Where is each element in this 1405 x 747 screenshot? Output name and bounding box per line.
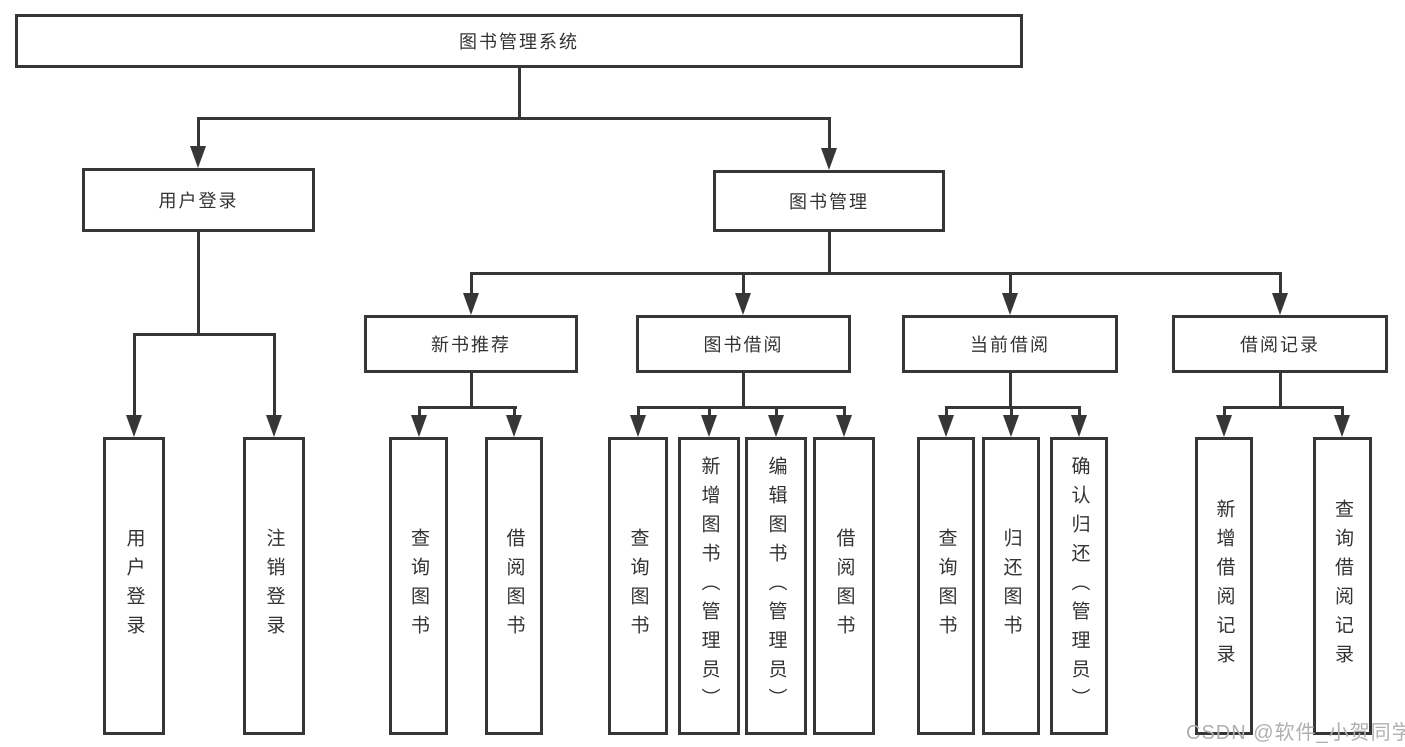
connector-line: [1010, 406, 1013, 417]
connector-line: [1223, 406, 1226, 417]
connector-line: [1009, 272, 1012, 294]
arrowhead-down-icon: [266, 415, 282, 437]
connector-line: [945, 406, 948, 417]
connector-line: [470, 373, 473, 407]
node-book-borrow: 图书借阅: [636, 315, 851, 373]
connector-line: [518, 68, 521, 118]
node-new-book-recommend: 新书推荐: [364, 315, 578, 373]
connector-line: [843, 406, 846, 417]
leaf-confirm-return-admin: 确认归还（管理员）: [1050, 437, 1108, 735]
arrowhead-down-icon: [836, 415, 852, 437]
node-current-borrow: 当前借阅: [902, 315, 1118, 373]
connector-line: [1341, 406, 1344, 417]
arrowhead-down-icon: [411, 415, 427, 437]
node-book-management: 图书管理: [713, 170, 945, 232]
connector-line: [197, 117, 200, 148]
leaf-logout: 注销登录: [243, 437, 305, 735]
arrowhead-down-icon: [1216, 415, 1232, 437]
leaf-borrow-books-2: 借阅图书: [813, 437, 875, 735]
connector-line: [1223, 406, 1344, 409]
arrowhead-down-icon: [701, 415, 717, 437]
connector-line: [418, 406, 517, 409]
node-root: 图书管理系统: [15, 14, 1023, 68]
arrowhead-down-icon: [821, 148, 837, 170]
leaf-borrow-books-1: 借阅图书: [485, 437, 543, 735]
connector-line: [197, 232, 200, 335]
arrowhead-down-icon: [1002, 293, 1018, 315]
csdn-watermark: CSDN @软件_小贺同学: [1186, 722, 1405, 744]
connector-line: [1078, 406, 1081, 417]
connector-line: [742, 373, 745, 407]
connector-line: [133, 333, 136, 417]
connector-line: [1009, 373, 1012, 407]
connector-line: [708, 406, 711, 417]
arrowhead-down-icon: [190, 146, 206, 168]
connector-line: [828, 232, 831, 274]
arrowhead-down-icon: [1071, 415, 1087, 437]
arrowhead-down-icon: [1334, 415, 1350, 437]
connector-line: [470, 272, 473, 294]
node-borrow-records: 借阅记录: [1172, 315, 1388, 373]
connector-line: [513, 406, 516, 417]
arrowhead-down-icon: [938, 415, 954, 437]
connector-line: [775, 406, 778, 417]
leaf-return-book: 归还图书: [982, 437, 1040, 735]
connector-line: [637, 406, 846, 409]
leaf-add-book-admin: 新增图书（管理员）: [678, 437, 740, 735]
connector-line: [418, 406, 421, 417]
arrowhead-down-icon: [463, 293, 479, 315]
leaf-query-books-1: 查询图书: [389, 437, 448, 735]
arrowhead-down-icon: [126, 415, 142, 437]
connector-line: [133, 333, 276, 336]
connector-line: [273, 333, 276, 417]
leaf-user-login: 用户登录: [103, 437, 165, 735]
arrowhead-down-icon: [630, 415, 646, 437]
arrowhead-down-icon: [506, 415, 522, 437]
leaf-edit-book-admin: 编辑图书（管理员）: [745, 437, 807, 735]
arrowhead-down-icon: [1003, 415, 1019, 437]
leaf-query-books-3: 查询图书: [917, 437, 975, 735]
connector-line: [197, 117, 831, 120]
connector-line: [945, 406, 1081, 409]
arrowhead-down-icon: [735, 293, 751, 315]
connector-line: [470, 272, 1282, 275]
connector-line: [1279, 272, 1282, 294]
connector-line: [742, 272, 745, 294]
connector-line: [1279, 373, 1282, 407]
node-user-login: 用户登录: [82, 168, 315, 232]
arrowhead-down-icon: [1272, 293, 1288, 315]
connector-line: [828, 117, 831, 150]
leaf-query-books-2: 查询图书: [608, 437, 668, 735]
connector-line: [637, 406, 640, 417]
leaf-add-borrow-record: 新增借阅记录: [1195, 437, 1253, 735]
leaf-query-borrow-record: 查询借阅记录: [1313, 437, 1372, 735]
arrowhead-down-icon: [768, 415, 784, 437]
